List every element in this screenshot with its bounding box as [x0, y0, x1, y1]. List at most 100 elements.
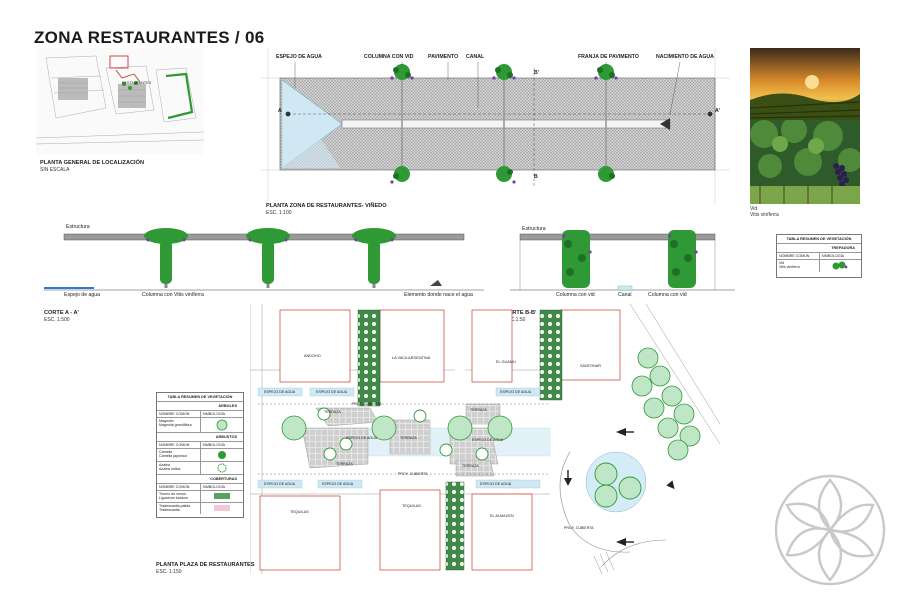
section-a-caption: CORTE A - A': [44, 310, 79, 316]
plaza-label-almacen: EL ALMACEN: [490, 514, 514, 518]
plaza-label-espejo-8: ESPEJO DE AGUA: [480, 482, 512, 486]
section-b-caption: CORTE B-B': [504, 310, 537, 316]
plaza-label-espejo-7: ESPEJO DE AGUA: [322, 482, 354, 486]
callout-canal: CANAL: [466, 54, 485, 60]
location-plan-caption: PLANTA GENERAL DE LOCALIZACIÓN: [40, 160, 144, 166]
section-b-label-columna-1: Columna con vid: [556, 292, 595, 298]
plaza-label-guamu: EL GUAMU: [496, 360, 516, 364]
veg-large-group-arboles: ÁRBOLES: [157, 402, 243, 411]
location-plan-drawing: [35, 48, 205, 154]
plaza-plan: ANDOHO LA VACA ARGENTINA EL GUAMU SANTON…: [249, 303, 721, 575]
shrub-symbol-icon: [217, 451, 226, 459]
vineyard-plan-scale: ESC. 1:100: [266, 210, 292, 216]
plaza-label-terraza-4: TERRAZA: [470, 408, 487, 412]
plaza-plan-caption: PLANTA PLAZA DE RESTAURANTES: [156, 562, 255, 568]
veg-large-title: TABLA RESUMEN DE VEGETACIÓN: [157, 393, 243, 402]
callout-franja-pavimento: FRANJA DE PAVIMENTO: [578, 54, 639, 60]
plaza-label-terraza-2: TERRAZA: [400, 436, 417, 440]
section-b-label-canal: Canal: [618, 292, 632, 298]
veg-tradescantia-palida: Tradescantia pálida: [159, 504, 191, 508]
veg-small-title: TABLA RESUMEN DE VEGETACIÓN: [777, 235, 861, 244]
photo-caption-1: Vid: [750, 206, 758, 212]
veg-large-col2-c: SIMBOLOGÍA: [202, 485, 226, 489]
section-b-scale: ESC.1:50: [504, 317, 526, 323]
plaza-plan-drawing: [249, 303, 721, 575]
grapes-image: [750, 120, 860, 204]
callout-espejo-agua: ESPEJO DE AGUA: [276, 54, 322, 60]
groundcover-green-icon: [213, 493, 230, 499]
vegetation-table-large: TABLA RESUMEN DE VEGETACIÓN ÁRBOLES NOMB…: [156, 392, 244, 518]
veg-large-col1-c: NOMBRE COMÚN: [157, 484, 201, 490]
section-b-label-columna-2: Columna con vid: [648, 292, 687, 298]
plaza-plan-scale: ESC. 1:150: [156, 569, 182, 575]
veg-azalea-indica: Azalea indica: [159, 467, 181, 471]
veg-magnolio: Magnolio: [159, 419, 174, 423]
section-a-scale: ESC. 1:500: [44, 317, 70, 323]
section-a-label-estructura: Estructura: [66, 224, 90, 230]
section-mark-b-prime: B': [534, 70, 539, 76]
veg-large-col1-b: NOMBRE COMÚN: [157, 442, 201, 448]
plaza-label-espejo-3: ESPEJO DE AGUA: [500, 390, 532, 394]
veg-tradescantia: Tradescantia: [159, 508, 180, 512]
brand-logo: [772, 472, 888, 588]
plaza-label-tequilas-1: TEQUILAS: [290, 510, 309, 514]
veg-small-vid: Vid: [779, 261, 785, 265]
veg-camelia-japonica: Camelia japonica: [159, 454, 187, 458]
plaza-label-cubierta-1: PROY. CUBIERTA: [352, 402, 382, 406]
section-b-svg: [510, 230, 735, 291]
plaza-label-andoho: ANDOHO: [304, 354, 321, 358]
plaza-label-espejo-5: ESPEJO DE AGUA: [472, 438, 504, 442]
azalea-symbol-icon: [217, 463, 227, 473]
veg-large-col1-a: NOMBRE COMÚN: [157, 411, 201, 417]
veg-azalea: Azalea: [159, 463, 170, 467]
location-plan: RESTAURANTES: [35, 48, 205, 154]
vegetation-table-small: TABLA RESUMEN DE VEGETACIÓN TREPADORA NO…: [776, 234, 862, 278]
veg-small-vitis: Vitis viníferra: [779, 265, 800, 269]
callout-pavimento: PAVIMENTO: [428, 54, 458, 60]
callout-columna-vid: COLUMNA CON VID: [364, 54, 414, 60]
section-a-label-columna: Columna con Vitis viníferra: [142, 292, 204, 298]
brand-logo-icon: [774, 474, 886, 586]
plaza-label-tequilas-2: TEQUILAS: [402, 504, 421, 508]
veg-small-col2: SIMBOLOGÍA: [821, 254, 845, 258]
section-a-label-elemento: Elemento donde nace el agua: [404, 292, 473, 298]
vine-symbol-icon: [832, 261, 848, 270]
plaza-label-espejo-4: ESPEJO DE AGUA: [346, 436, 378, 440]
sheet-title: ZONA RESTAURANTES / 06: [34, 28, 265, 47]
veg-magnolia: Magnolia grandiflora: [159, 423, 192, 427]
plaza-label-vaca: LA VACA ARGENTINA: [392, 356, 431, 360]
section-a-svg: [44, 228, 484, 291]
plaza-label-terraza-5: TERRAZA: [462, 464, 479, 468]
plaza-label-cubierta-3: PROY. CUBIERTA: [564, 526, 594, 530]
vineyard-sunset-photo: [750, 48, 860, 120]
section-mark-a-prime: A': [715, 108, 720, 114]
plaza-label-espejo-2: ESPEJO DE AGUA: [316, 390, 348, 394]
veg-large-group-arbustos: ARBUSTOS: [157, 433, 243, 442]
veg-trueno: Trueno de venus: [159, 492, 186, 496]
section-a-drawing: Estructura: [44, 224, 484, 296]
plaza-label-cubierta-2: PROY. CUBIERTA: [398, 472, 428, 476]
vineyard-plan-drawing: [260, 48, 730, 203]
veg-small-group: TREPADORA: [777, 244, 861, 253]
vineyard-plan: ESPEJO DE AGUA COLUMNA CON VID PAVIMENTO…: [260, 48, 730, 203]
veg-small-col1: NOMBRE COMÚN: [777, 253, 820, 259]
plaza-label-santonar: SANTONAR: [580, 364, 602, 368]
section-b-drawing: Estructura: [510, 224, 735, 296]
plaza-label-espejo-6: ESPEJO DE AGUA: [264, 482, 296, 486]
veg-large-col2-b: SIMBOLOGÍA: [202, 443, 226, 447]
veg-large-group-coberturas: COBERTURAS: [157, 475, 243, 484]
plaza-label-terraza-3: TERRAZA: [336, 462, 353, 466]
veg-camelia: Camelia: [159, 450, 173, 454]
vineyard-sunset-image: [750, 48, 860, 120]
section-mark-a: A: [278, 108, 282, 114]
veg-large-col2-a: SIMBOLOGÍA: [202, 412, 226, 416]
section-a-label-espejo: Espejo de agua: [64, 292, 101, 298]
photo-caption-2: Vitis viníferra: [750, 212, 779, 218]
location-plan-label: RESTAURANTES: [122, 81, 151, 85]
plaza-label-terraza-1: TERRAZA: [324, 410, 341, 414]
grapes-photo: [750, 120, 860, 204]
vineyard-plan-caption: PLANTA ZONA DE RESTAURANTES- VIÑEDO: [266, 203, 387, 209]
plaza-label-espejo-1: ESPEJO DE AGUA: [264, 390, 296, 394]
location-plan-scale: SIN ESCALA: [40, 167, 70, 173]
section-b-label-estructura: Estructura: [522, 226, 546, 232]
